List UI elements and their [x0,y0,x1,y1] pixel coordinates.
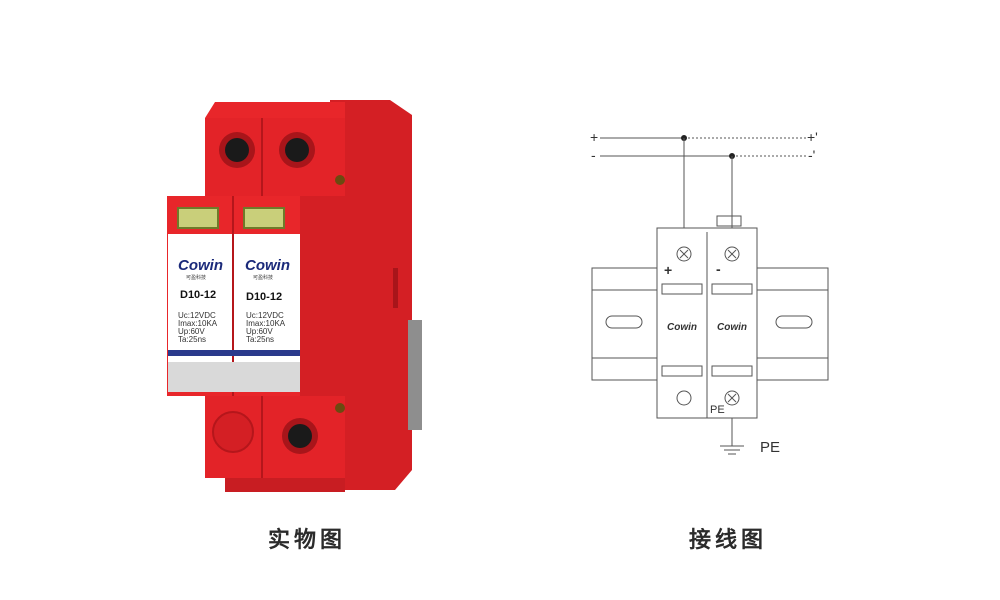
screw-minus [724,246,740,262]
wiring-diagram [591,135,829,455]
rivet [335,175,345,185]
device-side-panel [330,100,412,490]
blank-terminal [212,411,254,453]
module-brand-plus: Cowin [667,322,697,333]
terminal-screw-2 [285,138,309,162]
terminal-screw-1 [225,138,249,162]
remote-signal-terminal [716,215,742,227]
rail-slot-left [605,315,643,329]
label-pole-minus: - [716,261,721,277]
spec-2-imax: Imax:10KA [246,319,286,328]
status-window-1 [177,207,219,229]
side-slot [393,268,398,308]
spec-2-ta: Ta:25ns [246,335,274,344]
module-brand-minus: Cowin [717,322,747,333]
label-line-minus-out: -' [808,147,815,163]
din-clip [408,320,422,430]
label-pole-plus: + [664,262,672,278]
label-line-plus: + [590,129,598,145]
blank-bottom-terminal [676,390,692,406]
blue-stripe [168,350,300,356]
label-pole-1 [168,234,232,362]
caption-wiring-diagram: 接线图 [689,528,768,553]
status-window-2 [243,207,285,229]
label-line-plus-out: +' [807,129,818,145]
base-rail-clip [225,478,345,492]
brand-logo-2: Cowin [245,257,290,274]
brand-cn-2: 可盈科技 [253,274,273,281]
spec-1-imax: Imax:10KA [178,319,218,328]
spec-1-up: Up:60V [178,327,205,336]
brand-cn-1: 可盈科技 [186,274,206,281]
screw-plus [676,246,692,262]
spec-2-up: Up:60V [246,327,273,336]
label-line-minus: - [591,147,596,163]
brand-logo-1: Cowin [178,257,223,274]
spec-1-ta: Ta:25ns [178,335,206,344]
caption-product-photo: 实物图 [268,528,347,553]
label-pe-inner: PE [710,404,725,416]
screw-pe [724,390,740,406]
rail-slot-right [775,315,813,329]
product-photo: Cowin 可盈科技 D10-12 Uc:12VDC Imax:10KA Up:… [167,100,422,492]
label-pole-2 [234,234,300,362]
model-1: D10-12 [180,289,216,301]
spec-2-uc: Uc:12VDC [246,311,284,320]
terminal-screw-3 [288,424,312,448]
gray-base-band [168,362,300,392]
model-2: D10-12 [246,291,282,303]
spec-1-uc: Uc:12VDC [178,311,216,320]
label-pe-outer: PE [760,439,780,456]
